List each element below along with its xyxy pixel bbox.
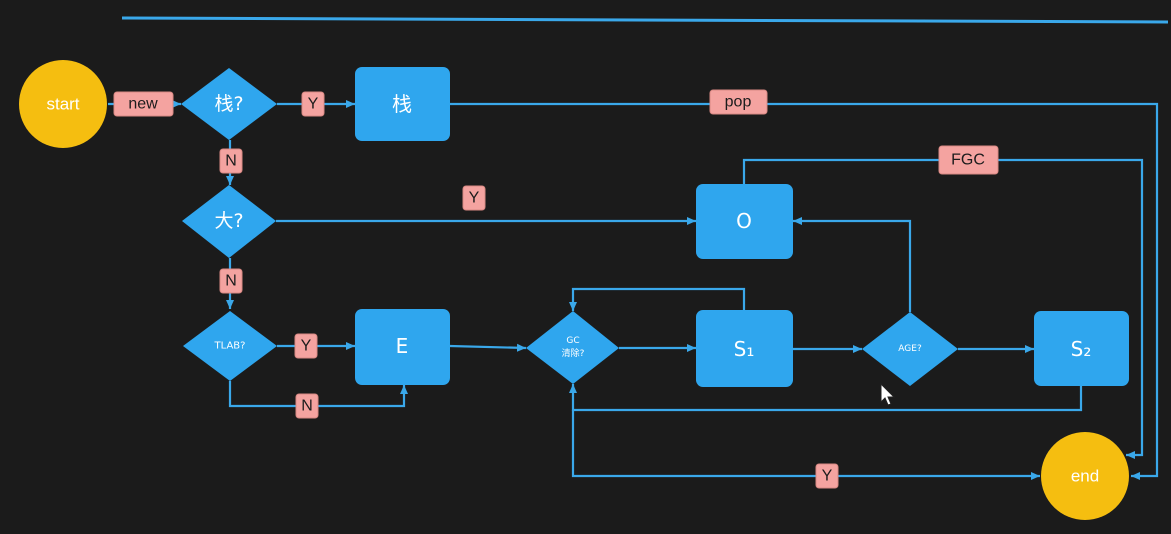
- svg-text:Y: Y: [308, 96, 319, 113]
- svg-text:N: N: [301, 398, 313, 415]
- tag-pop: pop: [709, 89, 768, 115]
- tag-stack-no: N: [219, 148, 243, 174]
- old-generation-box: O: [696, 184, 793, 259]
- eden-box: E: [355, 309, 450, 385]
- svg-text:N: N: [225, 273, 237, 290]
- gc-check-label-line1: GC: [566, 336, 579, 346]
- svg-text:N: N: [225, 153, 237, 170]
- svg-text:Y: Y: [301, 338, 312, 355]
- survivor2-label: S₂: [1071, 337, 1092, 361]
- gc-check-label-line2: 清除?: [562, 347, 585, 359]
- gc-check-decision: GC 清除?: [526, 311, 619, 384]
- age-check-decision: AGE?: [862, 312, 958, 386]
- connectors: [108, 100, 1159, 480]
- tag-tlab-yes: Y: [294, 333, 318, 359]
- tlab-check-decision: TLAB?: [183, 311, 277, 381]
- stack-box-label: 栈: [392, 92, 412, 116]
- tag-big-yes: Y: [462, 185, 486, 211]
- big-check-decision: 大?: [182, 185, 276, 258]
- stack-check-decision: 栈?: [181, 68, 277, 140]
- edge-eden-to-gc-check: [449, 343, 527, 352]
- survivor1-label: S₁: [734, 337, 755, 361]
- edge-s1-to-gc-check: [569, 287, 746, 311]
- start-node: start: [19, 60, 107, 148]
- survivor1-box: S₁: [696, 310, 793, 387]
- svg-text:Y: Y: [822, 468, 833, 485]
- edge-stack-to-end: [450, 102, 1159, 480]
- stack-check-label: 栈?: [214, 93, 243, 115]
- tlab-check-label: TLAB?: [214, 341, 246, 352]
- big-check-label: 大?: [214, 210, 243, 232]
- svg-text:pop: pop: [725, 94, 752, 111]
- age-check-label: AGE?: [898, 344, 922, 354]
- top-rule: [121, 16, 1169, 24]
- end-node: end: [1041, 432, 1129, 520]
- survivor2-box: S₂: [1034, 311, 1129, 386]
- edge-age-check-to-old: [793, 217, 912, 312]
- edge-old-to-end: [742, 158, 1144, 459]
- stack-box: 栈: [355, 67, 450, 141]
- tag-new: new: [113, 91, 174, 117]
- eden-label: E: [396, 334, 409, 358]
- svg-text:FGC: FGC: [951, 152, 985, 169]
- mouse-pointer-icon: [880, 382, 896, 406]
- edge-s2-to-gc-check: [569, 384, 1083, 412]
- end-label: end: [1071, 467, 1099, 486]
- tag-stack-yes: Y: [301, 91, 325, 117]
- start-label: start: [46, 95, 79, 114]
- svg-text:Y: Y: [469, 190, 480, 207]
- svg-text:new: new: [128, 96, 158, 113]
- tag-fgc: FGC: [938, 145, 999, 175]
- edge-gc-check-to-end: [571, 410, 1040, 480]
- tag-big-no: N: [219, 268, 243, 294]
- tag-tlab-no: N: [295, 393, 319, 419]
- tag-gc-yes: Y: [815, 463, 839, 489]
- old-generation-label: O: [736, 209, 752, 233]
